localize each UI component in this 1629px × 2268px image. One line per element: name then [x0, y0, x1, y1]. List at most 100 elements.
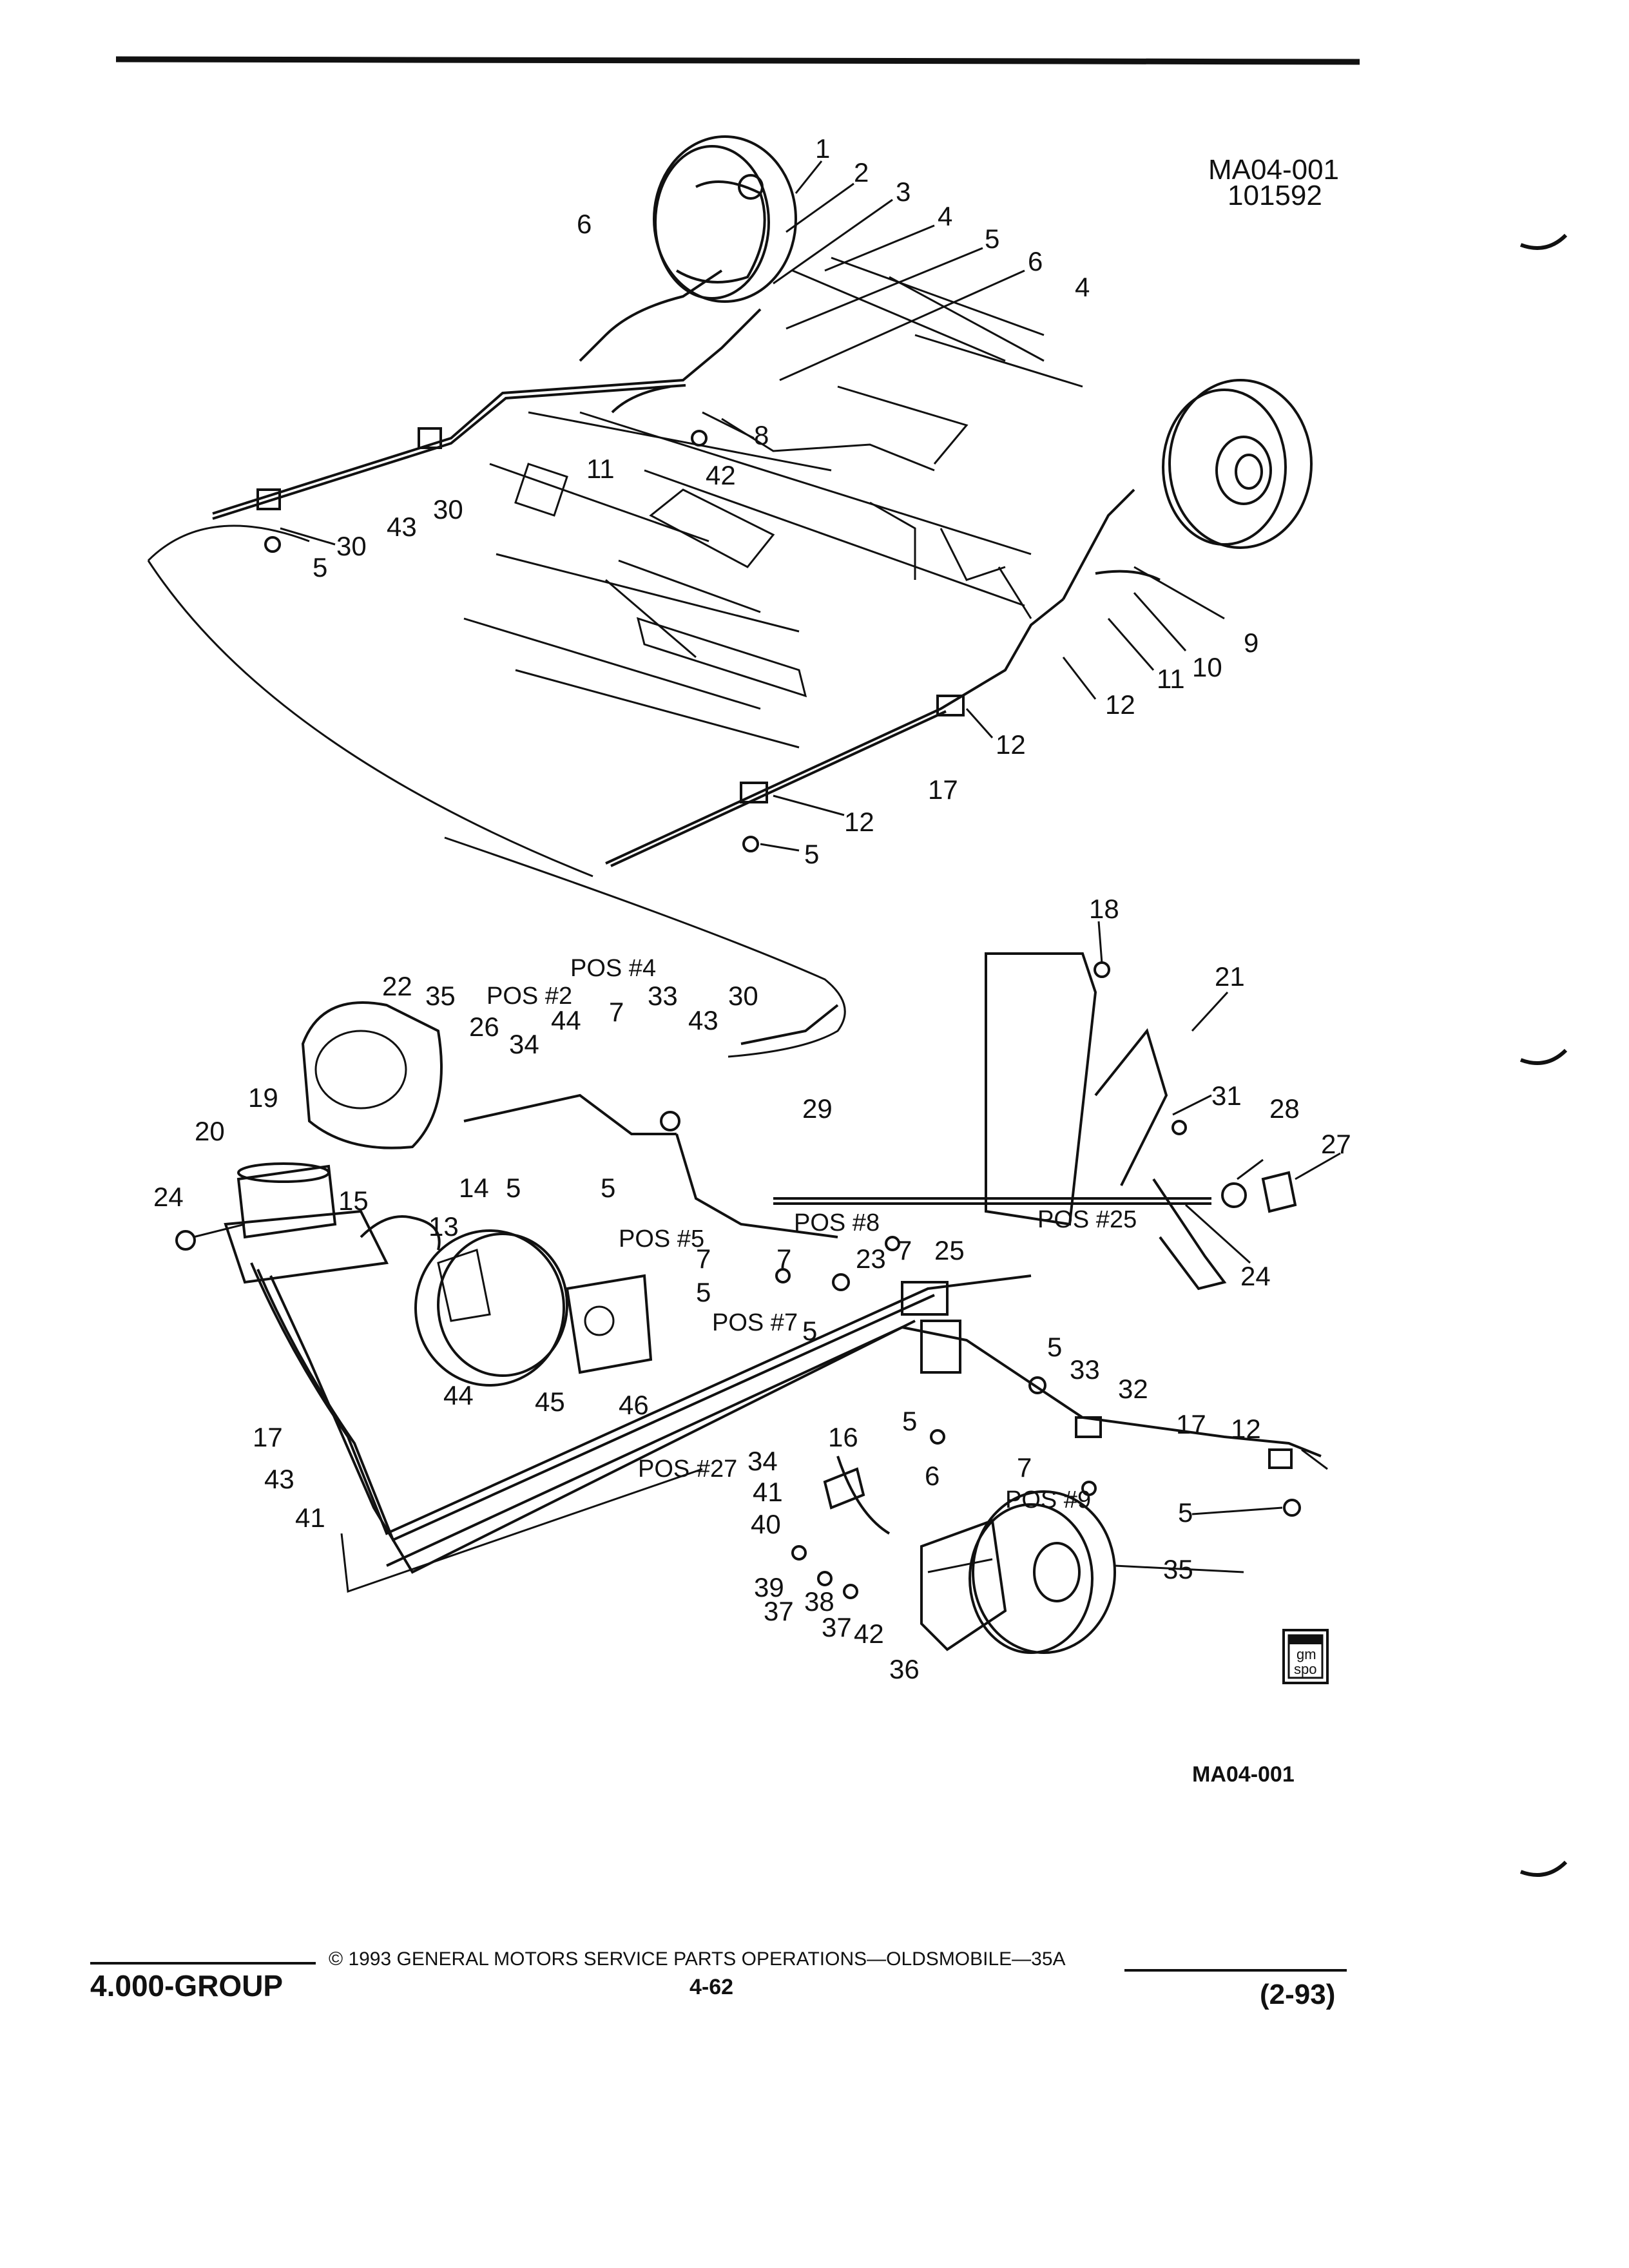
callout-label: 6 — [1028, 246, 1043, 276]
rear-axle-assembly-drawing — [147, 135, 1313, 1058]
callout-label: 17 — [928, 774, 958, 805]
gm-spo-logo: gm spo — [1282, 1629, 1329, 1684]
callout-label: 7 — [776, 1244, 791, 1274]
callout-label: 37 — [764, 1596, 794, 1626]
callout-label: 43 — [387, 512, 417, 542]
footer-date: (2-93) — [1260, 1979, 1335, 2010]
callout-label: 5 — [506, 1173, 521, 1203]
callout-label: 12 — [996, 729, 1026, 760]
callout-label: 30 — [433, 494, 463, 524]
callout-label: 33 — [1070, 1354, 1100, 1385]
callout-label: 5 — [1047, 1332, 1062, 1362]
footer-group: 4.000-GROUP — [90, 1969, 283, 2003]
callout-label: 17 — [253, 1422, 283, 1452]
callout-label: 5 — [313, 552, 327, 582]
callout-label: 5 — [1178, 1497, 1193, 1528]
callout-label: 24 — [153, 1182, 184, 1212]
callout-label: 18 — [1089, 894, 1119, 924]
callout-label: 22 — [382, 971, 412, 1001]
callout-label: 30 — [336, 531, 367, 561]
callout-labels: 1 2 3 4 5 6 6 4 6 8 11 42 43 30 30 5 9 1… — [153, 133, 1351, 1684]
callout-label: POS #9 — [1005, 1486, 1091, 1514]
callout-label: 16 — [828, 1422, 858, 1452]
callout-label: 9 — [1244, 628, 1258, 658]
callout-label: 21 — [1215, 961, 1245, 992]
callout-label: 30 — [728, 981, 758, 1011]
callout-label: 1 — [815, 133, 830, 164]
callout-label: 12 — [1105, 689, 1135, 720]
callout-label: 29 — [802, 1093, 833, 1124]
callout-label: 39 — [754, 1572, 784, 1602]
callout-label: 43 — [264, 1464, 294, 1494]
footer-copyright: © 1993 GENERAL MOTORS SERVICE PARTS OPER… — [329, 1948, 1066, 1970]
callout-label: 5 — [902, 1406, 917, 1436]
top-rule — [115, 56, 1360, 65]
callout-label: 33 — [648, 981, 678, 1011]
callout-label: 41 — [753, 1477, 783, 1507]
callout-label: POS #27 — [638, 1456, 737, 1483]
margin-mark — [1519, 1048, 1568, 1065]
callout-label: 46 — [619, 1390, 649, 1420]
callout-label: 41 — [295, 1503, 325, 1533]
callout-label: 42 — [854, 1619, 884, 1649]
figure-date-code: 101592 — [1228, 180, 1322, 211]
callout-label: 8 — [754, 420, 769, 450]
callout-label: 40 — [751, 1509, 781, 1539]
callout-label: 4 — [938, 201, 952, 231]
callout-label: 7 — [897, 1235, 912, 1265]
callout-label: 12 — [1231, 1414, 1261, 1444]
callout-label: 7 — [696, 1244, 711, 1274]
callout-label: 7 — [609, 997, 624, 1027]
callout-label: 5 — [985, 224, 999, 254]
footer-page-number: 4-62 — [689, 1975, 733, 1999]
callout-label: 5 — [696, 1277, 711, 1307]
callout-label: 11 — [1157, 664, 1185, 694]
callout-label: POS #5 — [619, 1225, 704, 1253]
callout-label: 43 — [688, 1005, 718, 1035]
callout-label: 34 — [747, 1446, 778, 1476]
callout-label: 10 — [1192, 652, 1222, 682]
callout-label: POS #2 — [487, 983, 572, 1010]
callout-label: POS #25 — [1037, 1206, 1137, 1233]
callout-label: 5 — [601, 1173, 615, 1203]
callout-label: 20 — [195, 1116, 225, 1146]
callout-label: 5 — [802, 1316, 817, 1346]
callout-label: 13 — [429, 1211, 459, 1242]
callout-label: 42 — [706, 460, 736, 490]
callout-label: 19 — [248, 1082, 278, 1113]
callout-label: POS #8 — [794, 1209, 880, 1236]
callout-label: 23 — [856, 1244, 886, 1274]
callout-label: 34 — [509, 1029, 539, 1059]
margin-mark — [1519, 1860, 1568, 1877]
callout-label: 28 — [1269, 1093, 1300, 1124]
callout-label: 6 — [577, 209, 592, 239]
callout-label: 32 — [1118, 1374, 1148, 1404]
callout-label: 36 — [889, 1654, 920, 1684]
callout-label: 11 — [586, 454, 615, 484]
callout-label: 4 — [1075, 272, 1090, 302]
margin-mark — [1519, 233, 1568, 250]
callout-label: 25 — [934, 1235, 965, 1265]
callout-label: 45 — [535, 1387, 565, 1417]
callout-leaders — [280, 160, 1341, 1573]
callout-label: 35 — [1163, 1554, 1193, 1584]
front-brake-assembly-drawing — [175, 952, 1328, 1654]
callout-label: 44 — [551, 1005, 581, 1035]
callout-label: POS #7 — [712, 1309, 798, 1336]
callout-label: 38 — [804, 1586, 834, 1617]
callout-label: 3 — [896, 177, 911, 207]
callout-label: POS #4 — [570, 955, 656, 982]
callout-label: 24 — [1240, 1261, 1271, 1291]
figure-id-bottom: MA04-001 — [1192, 1762, 1295, 1787]
page-footer: 4.000-GROUP © 1993 GENERAL MOTORS SERVIC… — [90, 1948, 1347, 2010]
callout-label: 5 — [804, 839, 819, 869]
callout-label: 27 — [1321, 1129, 1351, 1159]
logo-line-2: spo — [1294, 1661, 1316, 1677]
callout-label: 6 — [925, 1461, 940, 1491]
callout-label: 26 — [469, 1012, 499, 1042]
figure-id: MA04-001 — [1208, 154, 1339, 186]
logo-line-1: gm — [1296, 1646, 1316, 1662]
callout-label: 14 — [459, 1173, 489, 1203]
callout-label: 35 — [425, 981, 456, 1011]
